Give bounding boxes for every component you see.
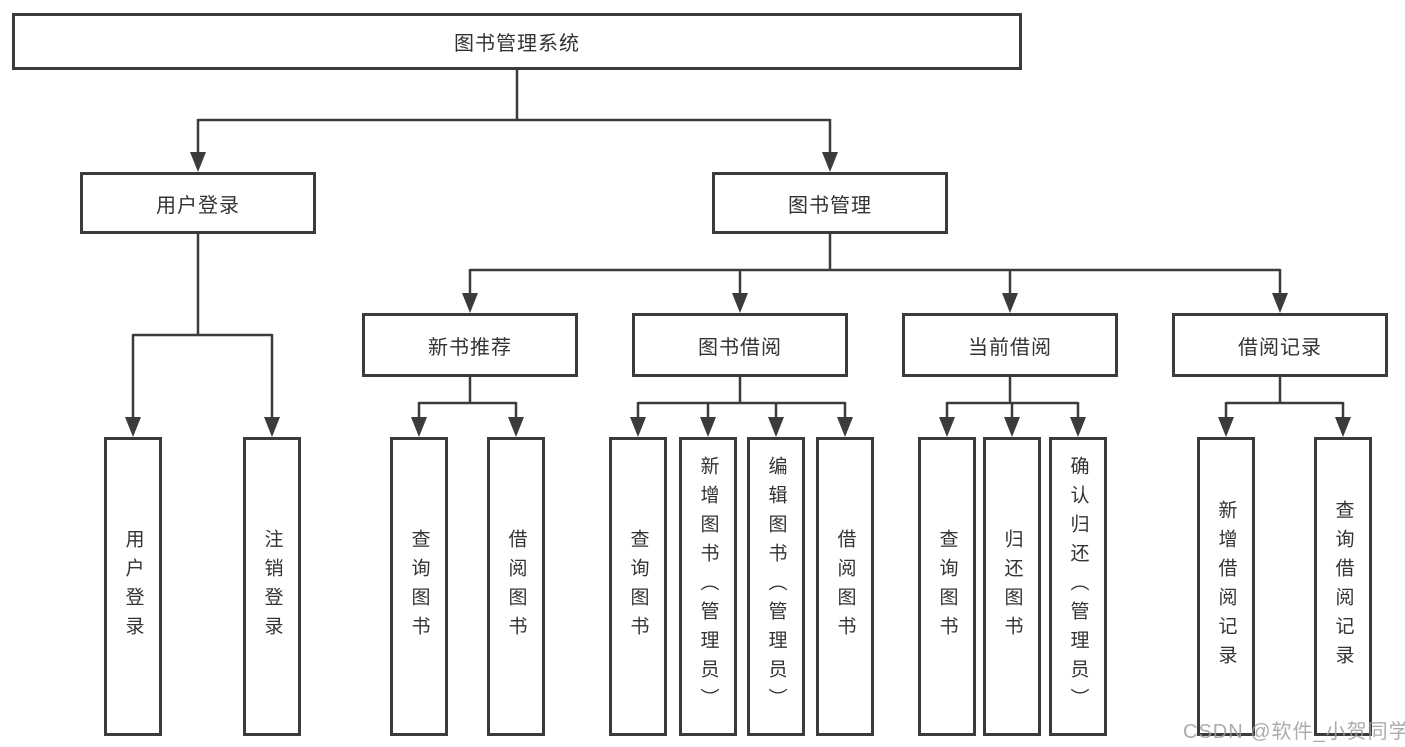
arrow-icon bbox=[508, 417, 524, 437]
leaf-current-return: 归还图书 bbox=[983, 437, 1041, 736]
arrow-icon bbox=[1002, 293, 1018, 313]
node-current-borrow: 当前借阅 bbox=[902, 313, 1118, 377]
arrow-icon bbox=[939, 417, 955, 437]
node-user-login: 用户登录 bbox=[80, 172, 316, 234]
leaf-current-query-label: 查询图书 bbox=[936, 528, 958, 645]
arrow-icon bbox=[264, 417, 280, 437]
leaf-borrow-add-book-label: 新增图书（管理员） bbox=[697, 456, 719, 717]
leaf-user-login-label: 用户登录 bbox=[122, 528, 144, 645]
leaf-logout-label: 注销登录 bbox=[261, 528, 283, 645]
leaf-current-return-label: 归还图书 bbox=[1001, 528, 1023, 645]
arrow-icon bbox=[700, 417, 716, 437]
arrow-icon bbox=[190, 152, 206, 172]
arrow-icon bbox=[732, 293, 748, 313]
leaf-logout: 注销登录 bbox=[243, 437, 301, 736]
arrow-icon bbox=[630, 417, 646, 437]
node-book-management: 图书管理 bbox=[712, 172, 948, 234]
connector-user-login bbox=[131, 233, 274, 419]
leaf-records-query-label: 查询借阅记录 bbox=[1332, 499, 1354, 674]
arrow-icon bbox=[1218, 417, 1234, 437]
arrow-icon bbox=[462, 293, 478, 313]
leaf-newbooks-query: 查询图书 bbox=[390, 437, 448, 736]
leaf-borrow-query: 查询图书 bbox=[609, 437, 667, 736]
leaf-borrow-borrow-book-label: 借阅图书 bbox=[834, 528, 856, 645]
arrow-icon bbox=[837, 417, 853, 437]
connector-borrow bbox=[636, 376, 847, 419]
leaf-borrow-query-label: 查询图书 bbox=[627, 528, 649, 645]
leaf-borrow-edit-book-label: 编辑图书（管理员） bbox=[765, 456, 787, 717]
leaf-user-login: 用户登录 bbox=[104, 437, 162, 736]
leaf-newbooks-borrow-label: 借阅图书 bbox=[505, 528, 527, 645]
arrow-icon bbox=[125, 417, 141, 437]
leaf-records-add-label: 新增借阅记录 bbox=[1215, 499, 1237, 674]
leaf-borrow-add-book: 新增图书（管理员） bbox=[679, 437, 737, 736]
csdn-watermark: CSDN @软件_小贺同学 bbox=[1183, 721, 1405, 743]
arrow-icon bbox=[1272, 293, 1288, 313]
connector-book-mgmt bbox=[468, 233, 1282, 295]
arrow-icon bbox=[1070, 417, 1086, 437]
leaf-current-query: 查询图书 bbox=[918, 437, 976, 736]
node-book-borrow: 图书借阅 bbox=[632, 313, 848, 377]
node-borrow-records: 借阅记录 bbox=[1172, 313, 1388, 377]
leaf-borrow-edit-book: 编辑图书（管理员） bbox=[747, 437, 805, 736]
leaf-records-add: 新增借阅记录 bbox=[1197, 437, 1255, 736]
leaf-newbooks-query-label: 查询图书 bbox=[408, 528, 430, 645]
arrow-icon bbox=[768, 417, 784, 437]
leaf-current-confirm-return: 确认归还（管理员） bbox=[1049, 437, 1107, 736]
leaf-records-query: 查询借阅记录 bbox=[1314, 437, 1372, 736]
connector-records bbox=[1224, 376, 1345, 419]
leaf-newbooks-borrow: 借阅图书 bbox=[487, 437, 545, 736]
leaf-borrow-borrow-book: 借阅图书 bbox=[816, 437, 874, 736]
arrow-icon bbox=[411, 417, 427, 437]
connector-root bbox=[196, 69, 832, 154]
connector-current bbox=[945, 376, 1080, 419]
node-root: 图书管理系统 bbox=[12, 13, 1022, 70]
leaf-current-confirm-return-label: 确认归还（管理员） bbox=[1067, 456, 1089, 717]
node-new-book-recommend: 新书推荐 bbox=[362, 313, 578, 377]
connector-new-books bbox=[417, 376, 518, 419]
arrow-icon bbox=[1004, 417, 1020, 437]
arrow-icon bbox=[822, 152, 838, 172]
arrow-icon bbox=[1335, 417, 1351, 437]
